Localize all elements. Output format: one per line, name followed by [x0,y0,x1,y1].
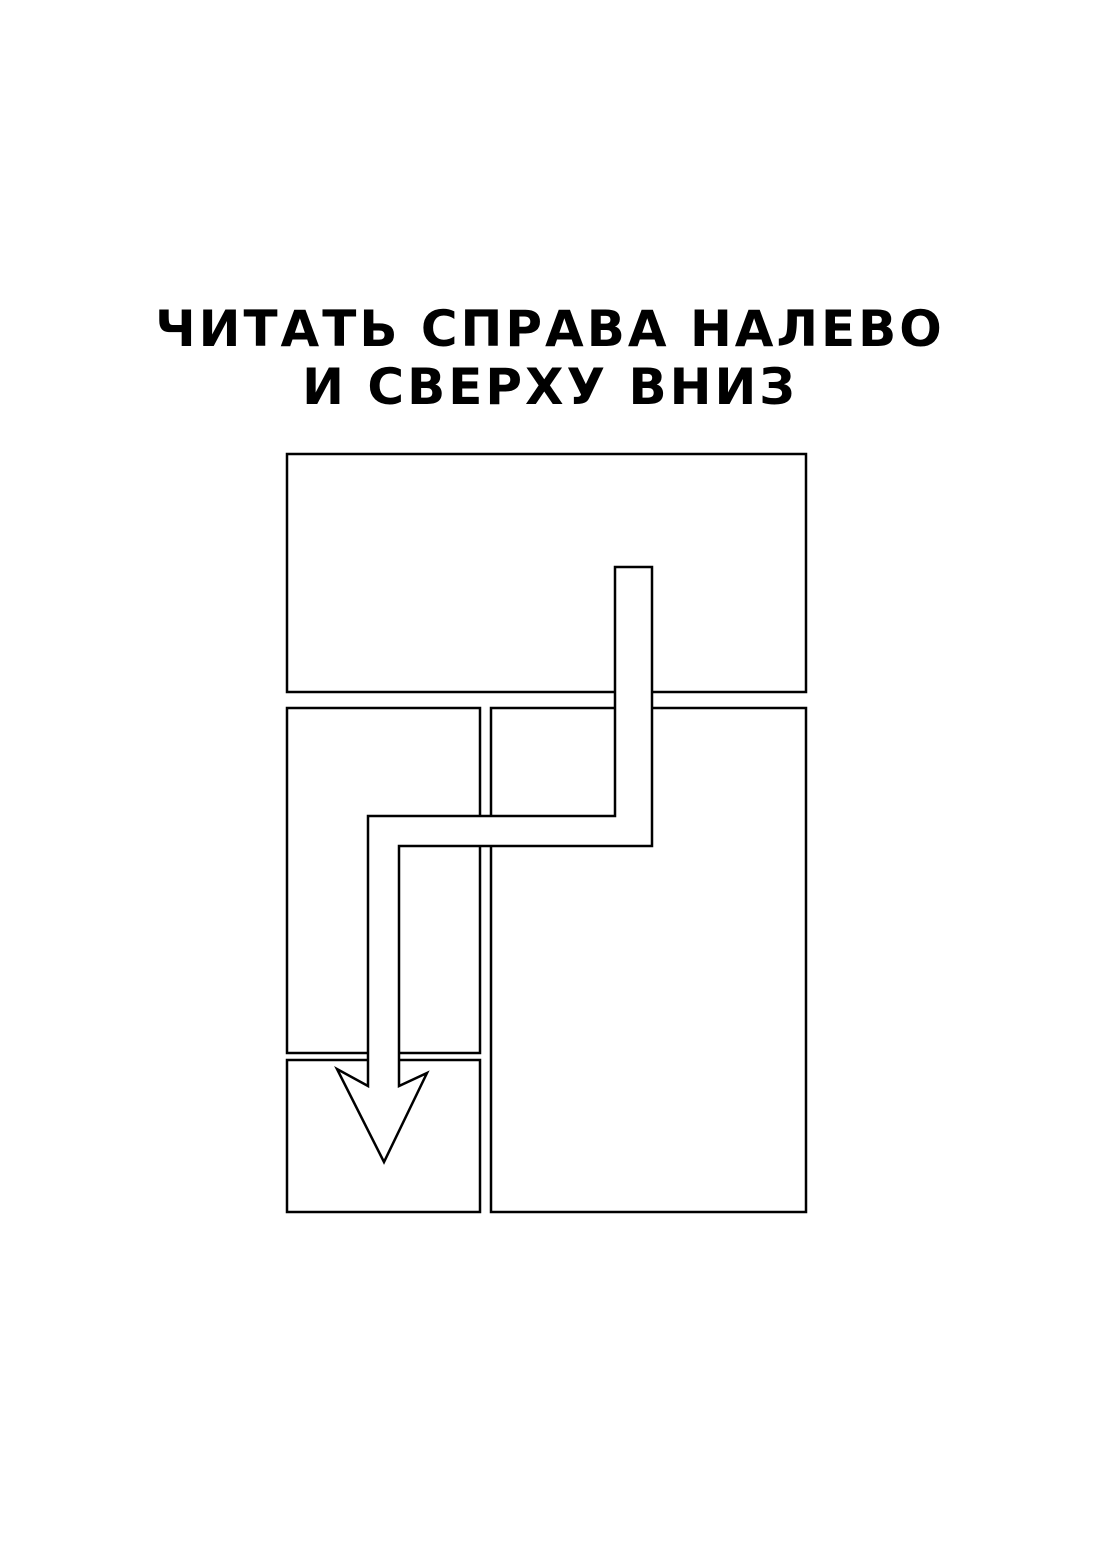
instruction-line-1: ЧИТАТЬ СПРАВА НАЛЕВО [155,300,945,358]
instruction-line-2: И СВЕРХУ ВНИЗ [302,358,798,416]
panel-top [285,452,808,694]
reading-direction-arrow [334,565,654,1165]
